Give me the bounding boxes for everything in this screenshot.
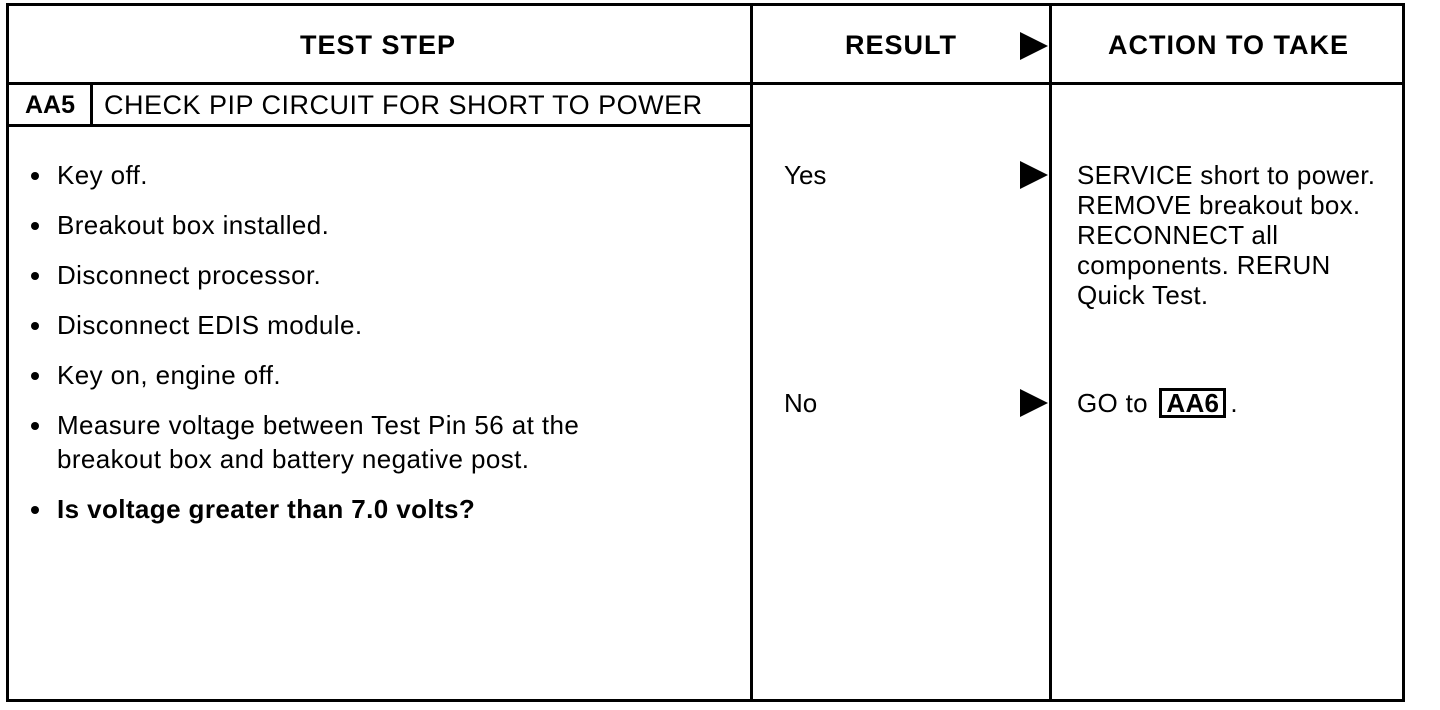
action-no-suffix: .: [1230, 388, 1238, 418]
action-yes: SERVICE short to power. REMOVE breakout …: [1077, 160, 1376, 310]
step-item: Breakout box installed.: [28, 208, 748, 242]
step-question: Is voltage greater than 7.0 volts?: [28, 492, 748, 526]
header-test-step: TEST STEP: [299, 30, 457, 60]
bullet-icon: [31, 506, 39, 514]
step-title-divider: [6, 124, 751, 127]
test-step-table: [6, 3, 1405, 702]
header-result: RESULT: [845, 30, 957, 60]
step-id-divider: [90, 83, 93, 125]
column-divider-result: [750, 3, 753, 702]
step-item: Disconnect processor.: [28, 258, 748, 292]
bullet-icon: [31, 172, 39, 180]
bullet-icon: [31, 222, 39, 230]
header-divider: [6, 82, 1405, 85]
arrow-yes-icon: [1020, 161, 1048, 189]
action-no-prefix: GO to: [1077, 388, 1148, 418]
step-list: Key off. Breakout box installed. Disconn…: [28, 158, 748, 542]
arrow-no-icon: [1020, 389, 1048, 417]
step-item: Measure voltage between Test Pin 56 at t…: [28, 408, 677, 476]
bullet-icon: [31, 272, 39, 280]
column-divider-action: [1049, 3, 1052, 702]
result-no: No: [784, 388, 818, 418]
step-reference[interactable]: AA6: [1159, 388, 1227, 418]
step-item: Key off.: [28, 158, 748, 192]
bullet-icon: [31, 322, 39, 330]
step-title: CHECK PIP CIRCUIT FOR SHORT TO POWER: [104, 90, 703, 120]
header-action: ACTION TO TAKE: [1108, 30, 1349, 60]
step-item: Key on, engine off.: [28, 358, 748, 392]
bullet-icon: [31, 422, 39, 430]
result-yes: Yes: [784, 160, 827, 190]
bullet-icon: [31, 372, 39, 380]
header-arrow-icon: [1020, 32, 1048, 60]
step-id: AA5: [24, 90, 75, 119]
action-no: GO to AA6.: [1077, 388, 1377, 418]
step-item: Disconnect EDIS module.: [28, 308, 748, 342]
